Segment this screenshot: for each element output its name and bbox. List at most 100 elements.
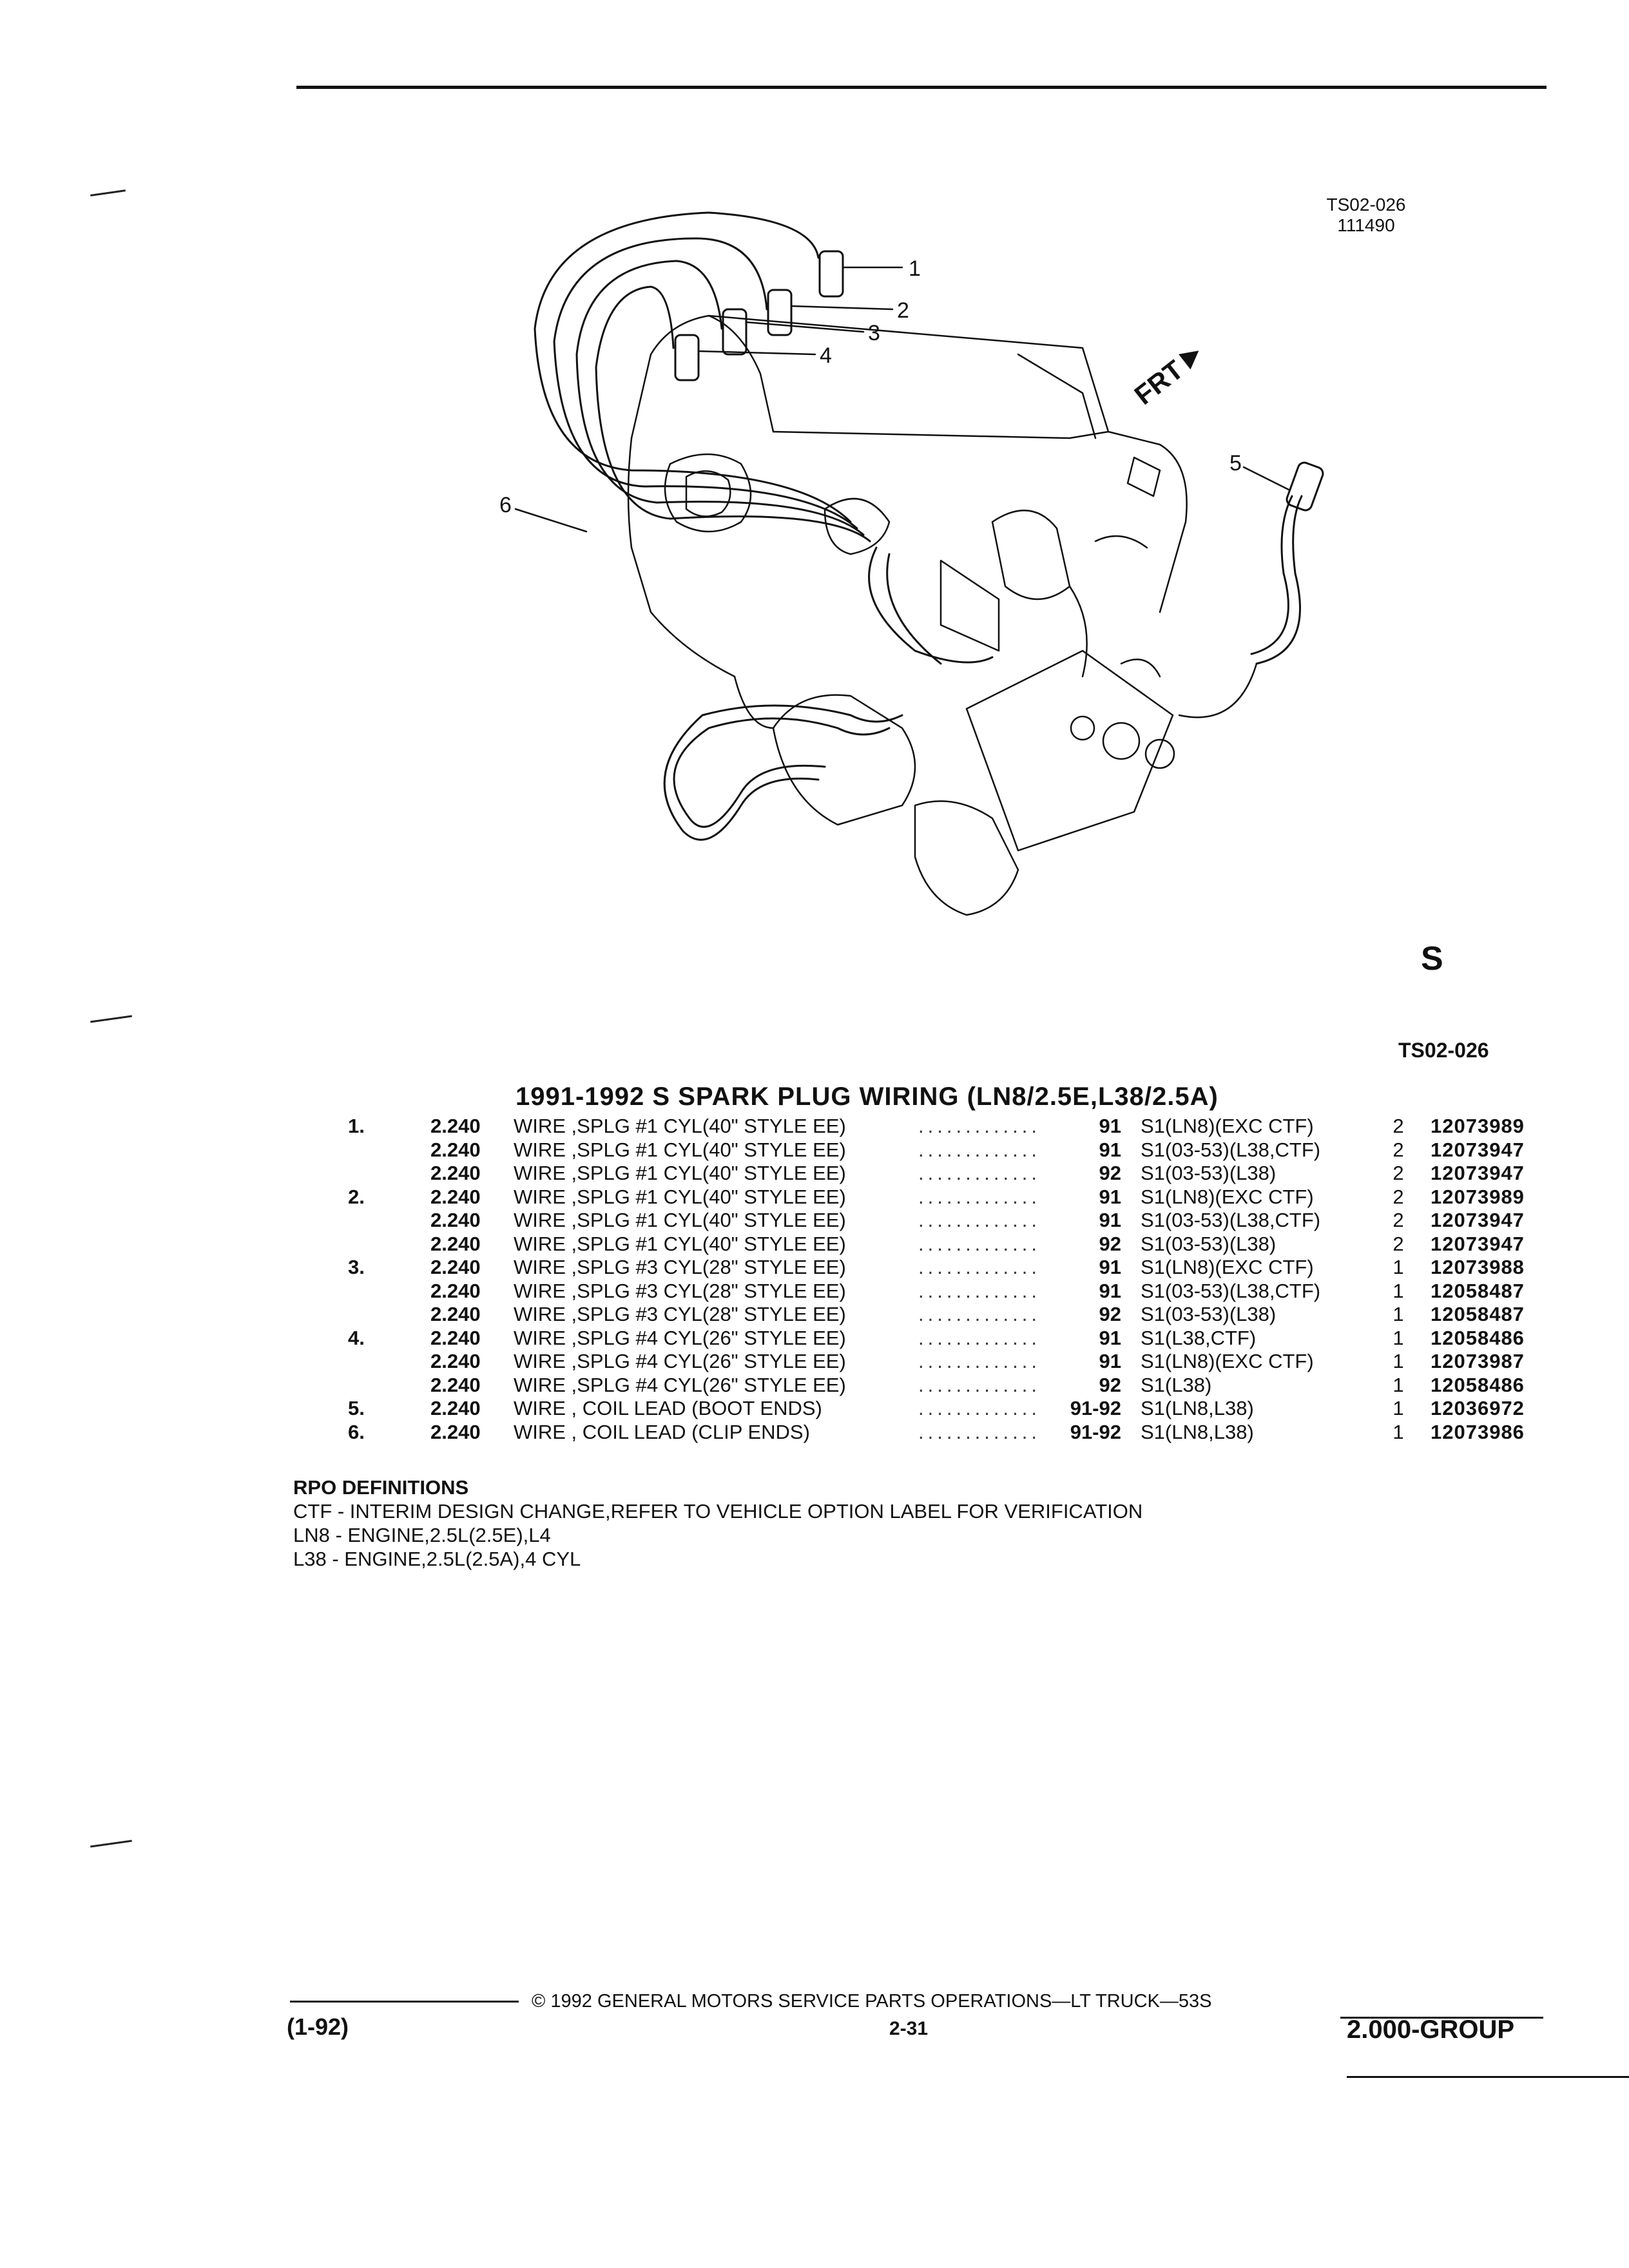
part-number: 12073989 [1431, 1185, 1525, 1208]
engine-block [627, 314, 1188, 916]
table-row: 2.240 WIRE ,SPLG #3 CYL(28" STYLE EE) ..… [0, 1280, 1629, 1303]
model-usage: S1(03-53)(L38) [1141, 1303, 1277, 1325]
model-years: 92 [1099, 1232, 1121, 1255]
model-years: 91 [1099, 1256, 1121, 1278]
group-number: 2.240 [430, 1350, 481, 1372]
leader-dots: .............................. [918, 1279, 1041, 1302]
model-usage: S1(LN8)(EXC CTF) [1141, 1115, 1314, 1137]
quantity: 1 [1393, 1420, 1404, 1443]
part-number: 12073989 [1431, 1115, 1525, 1137]
group-number: 2.240 [430, 1162, 481, 1184]
table-row: 6. 2.240 WIRE , COIL LEAD (CLIP ENDS) ..… [0, 1421, 1629, 1444]
quantity: 2 [1393, 1185, 1404, 1208]
leader-dots: .............................. [918, 1185, 1041, 1208]
callout-5: 5 [1229, 451, 1242, 476]
model-years: 91-92 [1070, 1420, 1121, 1443]
quantity: 1 [1393, 1256, 1404, 1278]
plug-boots [674, 250, 844, 381]
part-description: WIRE ,SPLG #1 CYL(40" STYLE EE) [514, 1115, 846, 1137]
item-number: 1. [348, 1115, 365, 1137]
rpo-definitions: RPO DEFINITIONS CTF - INTERIM DESIGN CHA… [293, 1475, 1142, 1571]
catalog-title: 1991-1992 S SPARK PLUG WIRING (LN8/2.5E,… [516, 1082, 1219, 1111]
part-number: 12073987 [1431, 1350, 1525, 1372]
part-description: WIRE ,SPLG #4 CYL(26" STYLE EE) [514, 1326, 846, 1349]
part-number: 12036972 [1431, 1397, 1525, 1419]
arrow-icon [1179, 351, 1199, 370]
footer-rule [1347, 2076, 1629, 2078]
model-usage: S1(LN8,L38) [1141, 1420, 1254, 1443]
leader-dots: .............................. [918, 1420, 1041, 1443]
quantity: 1 [1393, 1303, 1404, 1325]
model-usage: S1(03-53)(L38,CTF) [1141, 1138, 1321, 1161]
scan-mark [90, 189, 126, 197]
part-description: WIRE , COIL LEAD (CLIP ENDS) [514, 1420, 810, 1443]
model-years: 91 [1099, 1185, 1121, 1208]
leader-dots: .............................. [918, 1373, 1041, 1396]
part-description: WIRE ,SPLG #1 CYL(40" STYLE EE) [514, 1232, 846, 1255]
front-direction-marker: FRT [1129, 351, 1199, 410]
illustration-ref-bottom: TS02-026 [1398, 1039, 1489, 1062]
table-row: 4. 2.240 WIRE ,SPLG #4 CYL(26" STYLE EE)… [0, 1327, 1629, 1350]
part-description: WIRE ,SPLG #3 CYL(28" STYLE EE) [514, 1256, 846, 1278]
quantity: 1 [1393, 1326, 1404, 1349]
model-usage: S1(03-53)(L38,CTF) [1141, 1209, 1321, 1231]
distributor-assembly [965, 649, 1258, 852]
model-years: 91-92 [1070, 1397, 1121, 1419]
part-number: 12073947 [1431, 1209, 1525, 1231]
part-description: WIRE ,SPLG #1 CYL(40" STYLE EE) [514, 1162, 846, 1184]
item-number: 2. [348, 1185, 365, 1208]
quantity: 2 [1393, 1115, 1404, 1137]
quantity: 2 [1393, 1162, 1404, 1184]
model-years: 92 [1099, 1162, 1121, 1184]
model-years: 91 [1099, 1138, 1121, 1161]
table-row: 2.240 WIRE ,SPLG #3 CYL(28" STYLE EE) ..… [0, 1303, 1629, 1326]
part-description: WIRE ,SPLG #1 CYL(40" STYLE EE) [514, 1209, 846, 1231]
table-row: 2.240 WIRE ,SPLG #4 CYL(26" STYLE EE) ..… [0, 1350, 1629, 1373]
copyright-line: © 1992 GENERAL MOTORS SERVICE PARTS OPER… [532, 1991, 1212, 2012]
quantity: 1 [1393, 1373, 1404, 1396]
group-number: 2.240 [430, 1303, 481, 1325]
callout-4: 4 [820, 343, 832, 368]
header-rule [296, 86, 1547, 89]
model-years: 91 [1099, 1209, 1121, 1231]
leader-dots: .............................. [918, 1256, 1041, 1278]
group-number: 2.240 [430, 1420, 481, 1443]
part-number: 12073947 [1431, 1232, 1525, 1255]
footer-rule [1340, 2017, 1543, 2019]
part-number: 12073947 [1431, 1138, 1525, 1161]
scan-mark [90, 1015, 132, 1023]
part-description: WIRE ,SPLG #3 CYL(28" STYLE EE) [514, 1303, 846, 1325]
model-years: 91 [1099, 1279, 1121, 1302]
rpo-line: LN8 - ENGINE,2.5L(2.5E),L4 [293, 1524, 551, 1546]
table-row: 3. 2.240 WIRE ,SPLG #3 CYL(28" STYLE EE)… [0, 1256, 1629, 1279]
quantity: 2 [1393, 1232, 1404, 1255]
part-description: WIRE , COIL LEAD (BOOT ENDS) [514, 1397, 822, 1419]
leader-dots: .............................. [918, 1303, 1041, 1325]
part-description: WIRE ,SPLG #3 CYL(28" STYLE EE) [514, 1279, 846, 1302]
model-usage: S1(L38,CTF) [1141, 1326, 1257, 1349]
illustration-ref: TS02-026 111490 [1315, 195, 1418, 236]
model-usage: S1(LN8)(EXC CTF) [1141, 1256, 1314, 1278]
leader-dots: .............................. [918, 1350, 1041, 1372]
group-label: 2.000-GROUP [1347, 2015, 1515, 2044]
table-row: 2.240 WIRE ,SPLG #4 CYL(26" STYLE EE) ..… [0, 1374, 1629, 1397]
group-number: 2.240 [430, 1326, 481, 1349]
item-number: 4. [348, 1326, 365, 1349]
quantity: 2 [1393, 1209, 1404, 1231]
leader-dots: .............................. [918, 1138, 1041, 1161]
leader-dots: .............................. [918, 1232, 1041, 1255]
part-number: 12058487 [1431, 1279, 1525, 1302]
group-number: 2.240 [430, 1373, 481, 1396]
coil-lead-6 [663, 704, 903, 841]
quantity: 2 [1393, 1138, 1404, 1161]
quantity: 1 [1393, 1279, 1404, 1302]
group-number: 2.240 [430, 1232, 481, 1255]
table-row: 2. 2.240 WIRE ,SPLG #1 CYL(40" STYLE EE)… [0, 1186, 1629, 1209]
part-number: 12058486 [1431, 1326, 1525, 1349]
callout-3: 3 [868, 321, 880, 345]
model-usage: S1(03-53)(L38,CTF) [1141, 1279, 1321, 1302]
footer-rule [290, 2001, 519, 2003]
part-number: 12073988 [1431, 1256, 1525, 1278]
model-years: 91 [1099, 1115, 1121, 1137]
rpo-line: CTF - INTERIM DESIGN CHANGE,REFER TO VEH… [293, 1500, 1143, 1523]
